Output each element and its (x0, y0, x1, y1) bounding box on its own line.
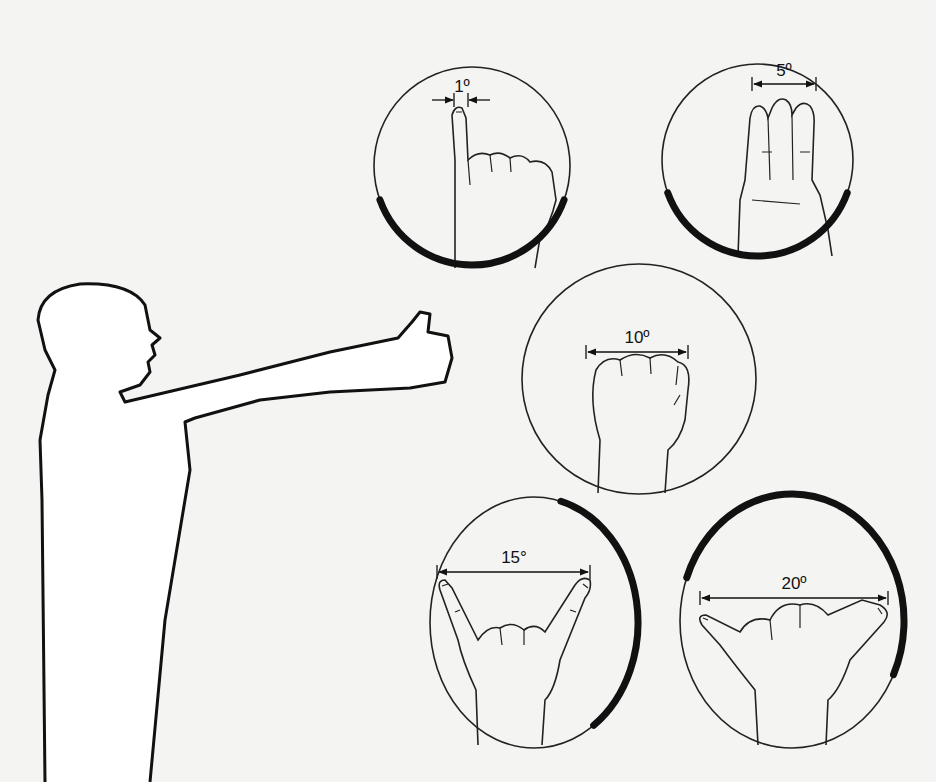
hand-detail (752, 115, 810, 204)
shadow-arc (380, 200, 564, 265)
angle-label: 10º (624, 329, 649, 346)
circle-outline (430, 497, 638, 748)
angle-label: 20º (781, 575, 806, 592)
angle-circle: 5º (660, 62, 855, 258)
dimension-line (439, 571, 588, 572)
angle-circle: 20º (678, 492, 906, 750)
shadow-arc (561, 501, 638, 725)
dimension-line (432, 99, 453, 100)
hand-horns (439, 578, 590, 745)
circle-outline-svg (372, 65, 572, 267)
dimension-tick (585, 345, 586, 359)
circle-outline (680, 494, 904, 748)
circle-outline-svg (428, 495, 640, 750)
dimension-tick (751, 77, 752, 91)
dimension-tick (887, 591, 888, 605)
shadow-arc (687, 494, 904, 675)
angle-label: 1º (454, 78, 470, 95)
angle-circle: 10º (520, 262, 758, 496)
angle-circle: 15° (428, 495, 640, 750)
dimension-tick (589, 565, 590, 579)
hand-finger (452, 107, 556, 268)
circle-outline-svg (678, 492, 906, 750)
angle-circle: 1º (372, 65, 572, 267)
hand-detail (620, 358, 680, 405)
dimension-tick (453, 93, 454, 107)
dimension-tick (467, 93, 468, 107)
angle-label: 5º (776, 62, 792, 79)
circle-outline (374, 67, 570, 265)
circle-outline (662, 64, 853, 256)
person-silhouette (38, 284, 452, 782)
dimension-tick (699, 591, 700, 605)
hand-detail (703, 605, 882, 640)
hand-detail (456, 112, 511, 185)
dimension-line (469, 99, 490, 100)
hand-fist (593, 354, 689, 493)
hand-detail (442, 584, 588, 645)
circle-outline (522, 264, 756, 494)
circle-outline-svg (520, 262, 758, 496)
dimension-line (588, 351, 686, 352)
dimension-tick (687, 345, 688, 359)
shadow-arc (668, 193, 847, 256)
angle-label: 15° (501, 549, 527, 566)
dimension-line (702, 597, 886, 598)
dimension-line (754, 83, 814, 84)
circle-outline-svg (660, 62, 855, 258)
